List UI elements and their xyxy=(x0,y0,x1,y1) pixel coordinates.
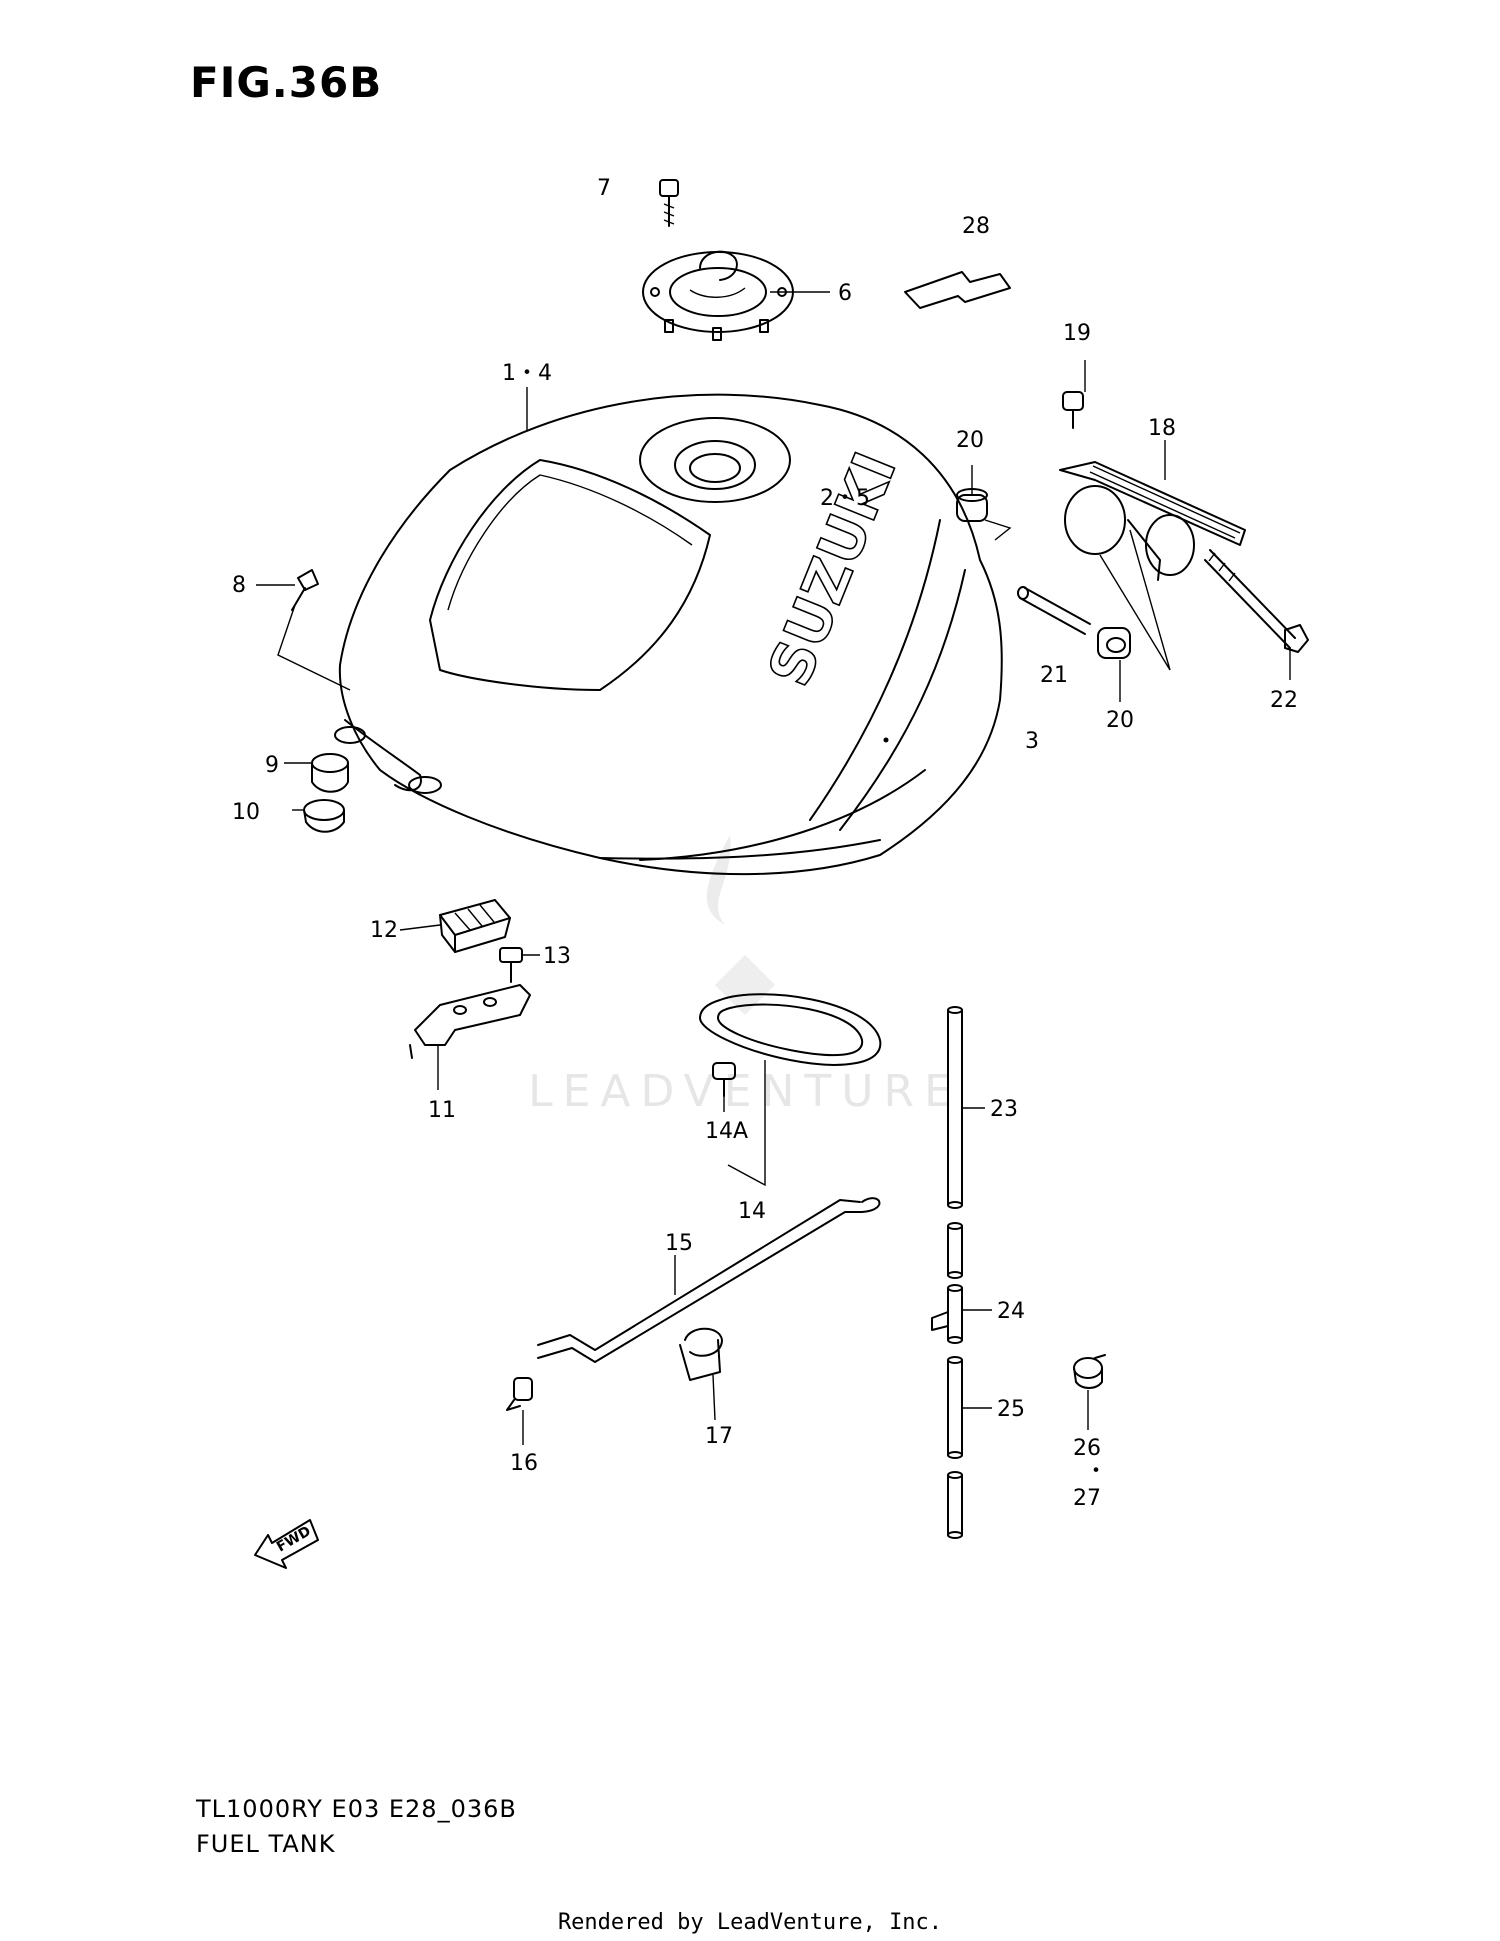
callout-22: 22 xyxy=(1270,688,1298,713)
callout-7: 7 xyxy=(597,176,611,201)
callout-8: 8 xyxy=(232,573,246,598)
part-22-long-bolt[interactable] xyxy=(1204,549,1309,653)
callout-12: 12 xyxy=(370,918,398,943)
fwd-label: FWD xyxy=(274,1523,314,1555)
hose-segment-bottom[interactable] xyxy=(947,1471,963,1539)
callout-24: 24 xyxy=(997,1299,1025,1324)
callout-20-upper: 20 xyxy=(956,428,984,453)
part-13-bolt[interactable] xyxy=(499,947,523,983)
callout-6: 6 xyxy=(838,281,852,306)
leader-lines xyxy=(256,291,1291,1445)
callout-10: 10 xyxy=(232,800,260,825)
callout-11: 11 xyxy=(428,1098,456,1123)
part-17-clamp[interactable] xyxy=(679,1327,723,1381)
callout-3: 3 xyxy=(1025,729,1039,754)
hose-segment[interactable] xyxy=(947,1222,963,1279)
part-12-connector[interactable] xyxy=(439,899,511,953)
part-8-screw[interactable] xyxy=(291,569,319,611)
part-15-drain-rod[interactable] xyxy=(537,1197,881,1363)
footer-credit: Rendered by LeadVenture, Inc. xyxy=(557,1910,943,1935)
part-24-t-joint[interactable] xyxy=(931,1284,963,1344)
leadventure-watermark: LEADVENTURE xyxy=(528,835,962,1117)
callout-23: 23 xyxy=(990,1097,1018,1122)
tank-brand-logo: SUZUKI xyxy=(755,443,910,695)
part-20-bushing-lower[interactable] xyxy=(1097,627,1131,659)
watermark-text: LEADVENTURE xyxy=(528,1066,962,1117)
callout-2-5: 2・5 xyxy=(820,486,870,511)
part-7-bolt[interactable] xyxy=(659,179,679,227)
part-11-bracket[interactable] xyxy=(409,984,531,1059)
callout-19: 19 xyxy=(1063,321,1091,346)
callout-17: 17 xyxy=(705,1424,733,1449)
callout-27: 27 xyxy=(1073,1486,1101,1511)
callout-labels: 7 28 6 19 1・4 18 20 2・5 8 21 20 22 3 9 1… xyxy=(232,176,1298,1511)
part-16-plug[interactable] xyxy=(506,1377,533,1411)
callout-15: 15 xyxy=(665,1231,693,1256)
part-14-gasket[interactable] xyxy=(699,993,882,1066)
callout-26: 26 xyxy=(1073,1436,1101,1461)
svg-text:・: ・ xyxy=(1085,1459,1107,1484)
callout-21: 21 xyxy=(1040,663,1068,688)
callout-1-4: 1・4 xyxy=(502,361,552,386)
callout-16: 16 xyxy=(510,1451,538,1476)
callout-13: 13 xyxy=(543,944,571,969)
callout-28: 28 xyxy=(962,214,990,239)
callout-9: 9 xyxy=(265,753,279,778)
fwd-arrow-icon: FWD xyxy=(254,1519,319,1569)
callout-14a: 14A xyxy=(705,1119,748,1144)
part-19-bolt[interactable] xyxy=(1062,391,1084,429)
callout-20-lower: 20 xyxy=(1106,708,1134,733)
part-21-pin[interactable] xyxy=(1017,586,1091,635)
callout-14: 14 xyxy=(738,1199,766,1224)
section-name: FUEL TANK xyxy=(196,1830,336,1858)
part-18-hinge-bracket[interactable] xyxy=(1059,461,1246,581)
part-10-washer[interactable] xyxy=(303,799,345,833)
part-26-27-clip[interactable] xyxy=(1073,1354,1106,1389)
figure-title: FIG.36B xyxy=(190,58,383,107)
part-6-fuel-cap[interactable] xyxy=(642,250,794,341)
part-28-pad[interactable] xyxy=(904,271,1011,309)
part-9-grommet[interactable] xyxy=(311,753,349,793)
part-14a-bolt[interactable] xyxy=(712,1062,736,1097)
callout-18: 18 xyxy=(1148,416,1176,441)
fuel-tank[interactable]: SUZUKI xyxy=(334,393,1003,876)
callout-25: 25 xyxy=(997,1397,1025,1422)
model-code: TL1000RY E03 E28_036B xyxy=(196,1795,517,1823)
part-25-hose[interactable] xyxy=(947,1356,963,1459)
